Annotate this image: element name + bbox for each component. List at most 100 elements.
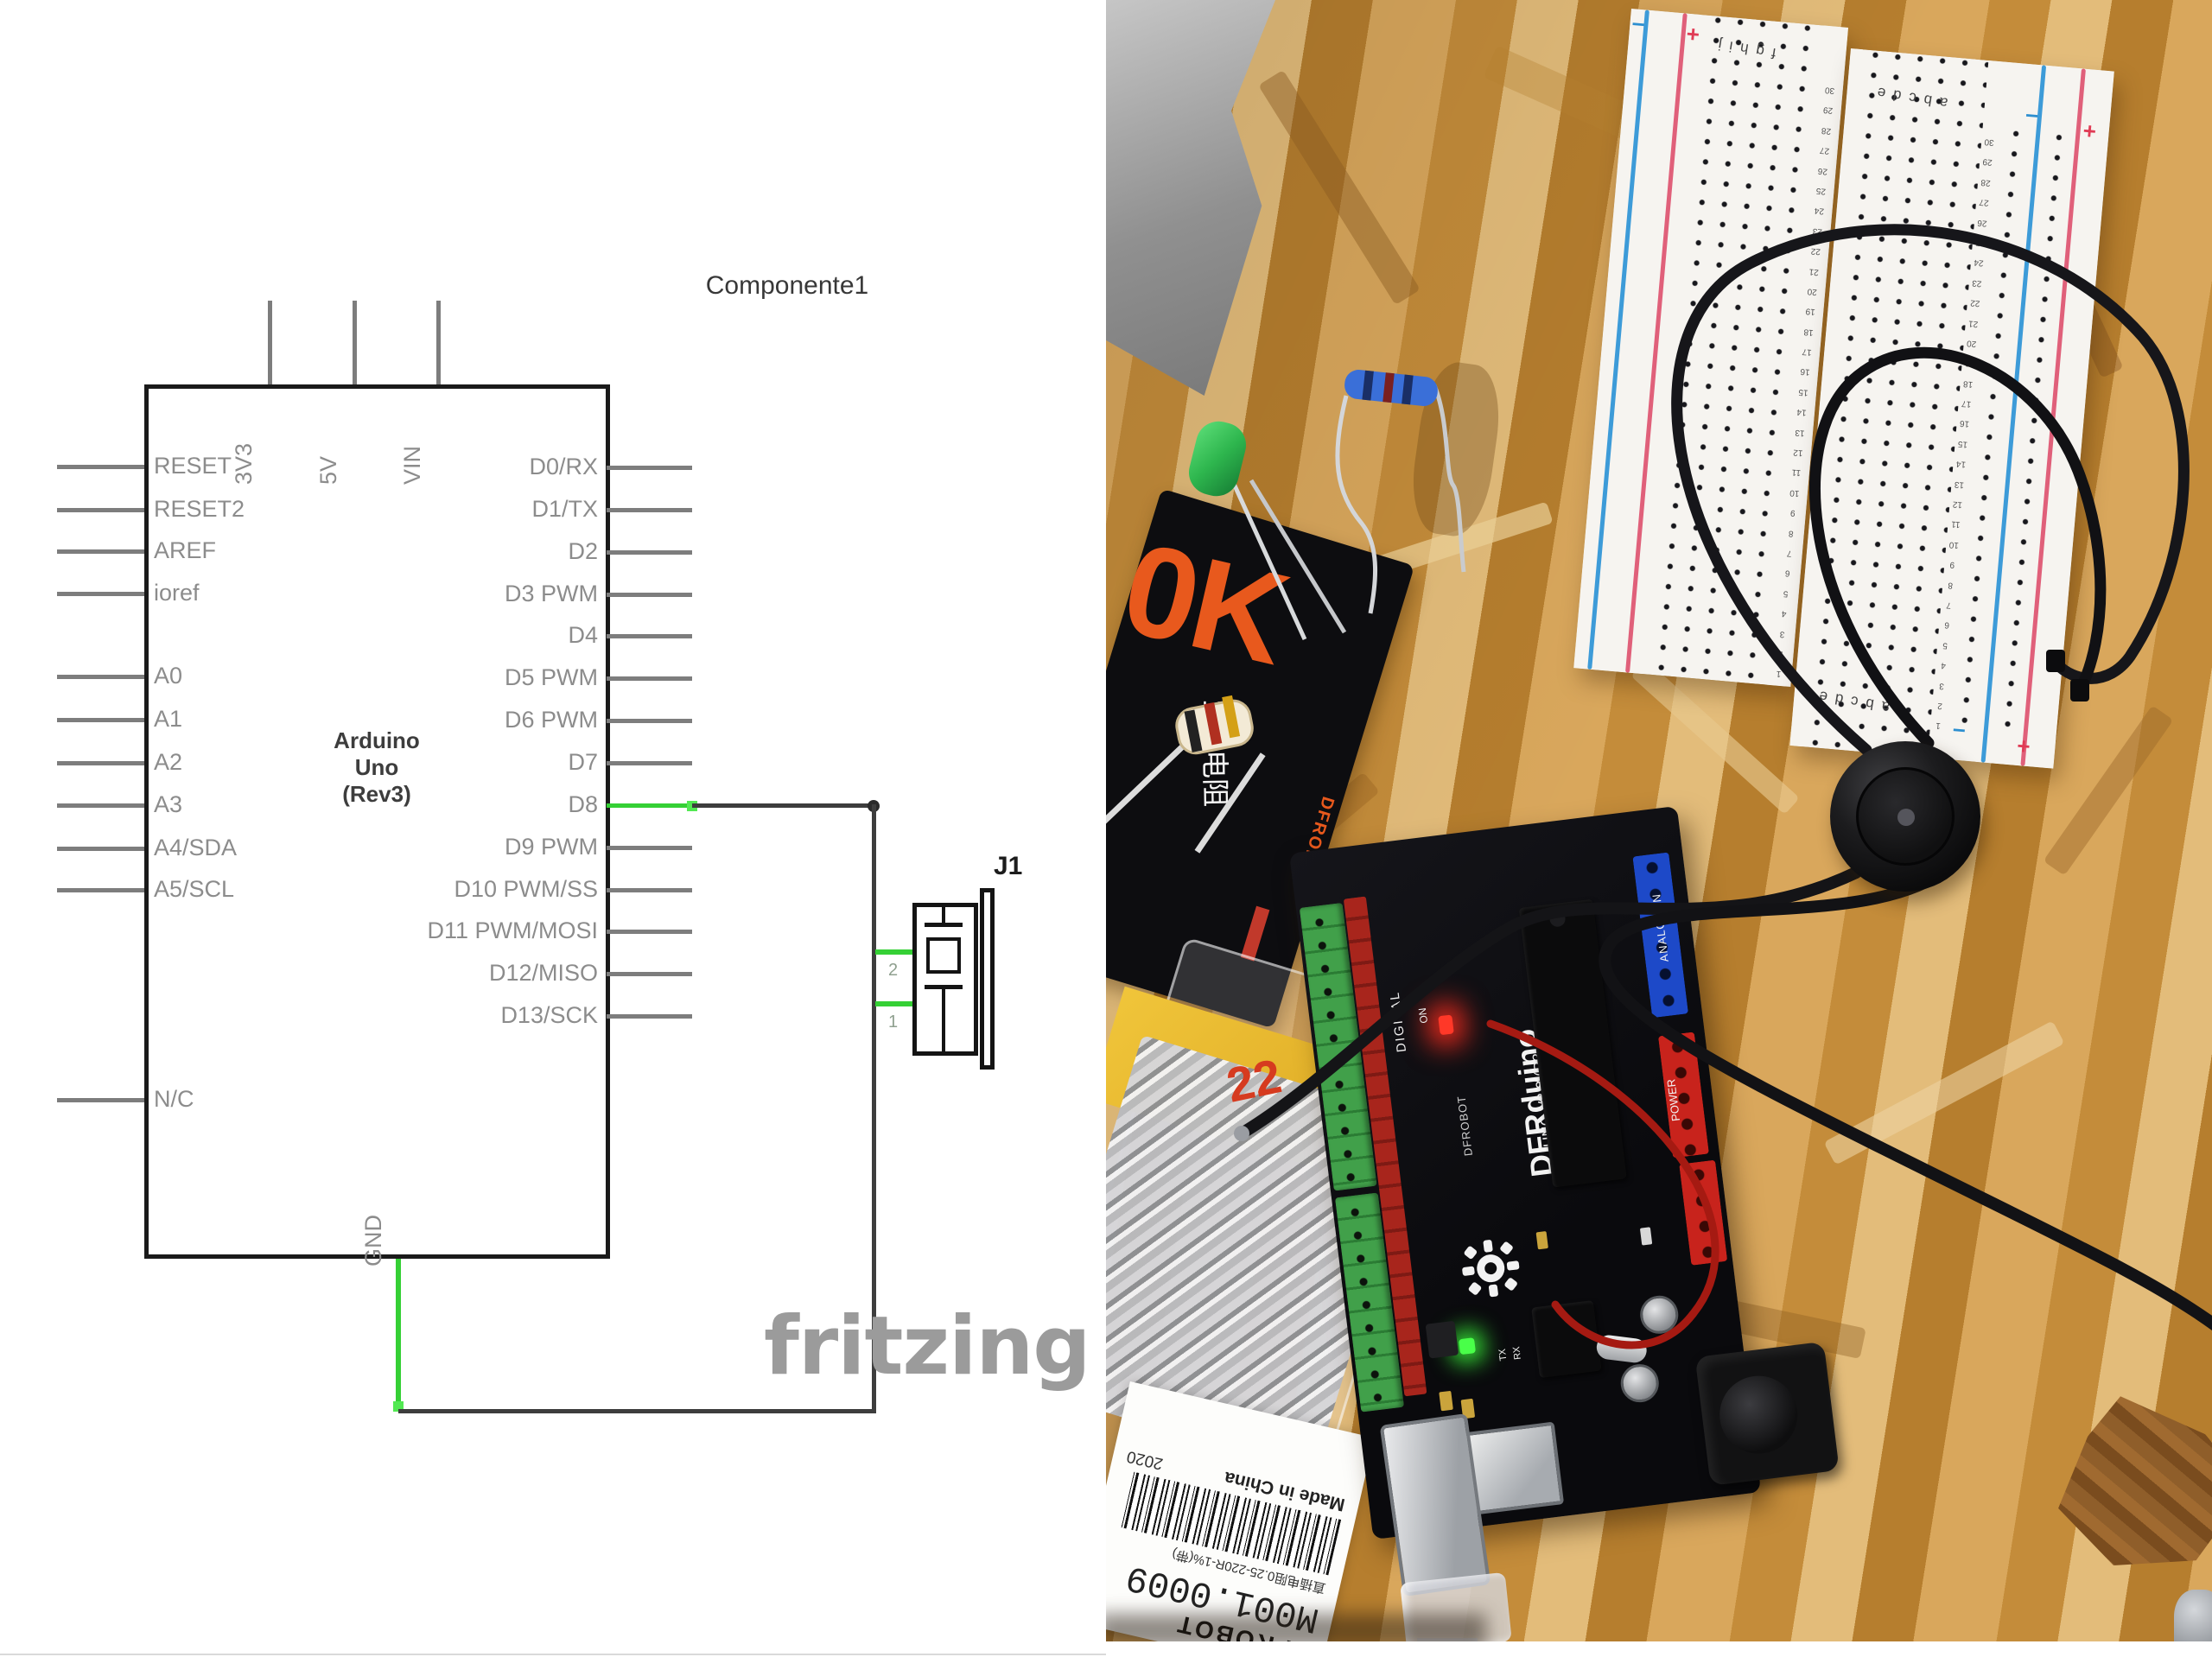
gnd-pin-label: GND	[360, 1215, 386, 1267]
pack-resistor-illustration	[1106, 695, 1266, 854]
chip-name-line2: Uno	[354, 754, 399, 780]
photo-bottom-shadow	[1106, 1614, 1486, 1641]
right-pin-label-D9 PWM: D9 PWM	[505, 834, 598, 860]
j1-crystal-body	[926, 937, 961, 974]
gnd-wire-horizontal	[398, 1409, 876, 1413]
chip-name-line3: (Rev3)	[342, 781, 411, 807]
right-pin-line-D8	[607, 803, 692, 808]
right-pin-label-D1/TX: D1/TX	[531, 496, 598, 522]
j1-pin1-number: 1	[888, 1013, 899, 1032]
schematic-title: Componente1	[705, 271, 869, 300]
left-pin-label-A1: A1	[154, 706, 183, 732]
d8-wire-horizontal	[692, 803, 874, 808]
right-pin-label-D3 PWM: D3 PWM	[505, 581, 598, 606]
left-pin-line-AREF	[57, 549, 144, 554]
right-pin-label-D4: D4	[568, 622, 598, 648]
buzzer-wire-to-right	[1599, 862, 2212, 1331]
top-pin-line-VIN	[436, 301, 441, 384]
right-pin-label-D10 PWM/SS: D10 PWM/SS	[454, 876, 598, 902]
left-pin-label-RESET: RESET	[154, 453, 232, 479]
chip-name-line1: Arduino	[334, 727, 420, 753]
left-pin-line-RESET	[57, 465, 144, 469]
left-pin-line-ioref	[57, 592, 144, 596]
left-pin-label-A5/SCL: A5/SCL	[154, 876, 235, 902]
resistor-pack-10k: 0K 10K电阻 DFROBOT	[1106, 488, 1415, 1029]
top-pin-line-5V	[353, 301, 357, 384]
resistor-band	[1382, 372, 1395, 403]
left-pin-label-N/C: N/C	[154, 1086, 194, 1112]
right-pin-label-D0/RX: D0/RX	[529, 454, 598, 479]
right-pin-label-D12/MISO: D12/MISO	[488, 960, 598, 986]
j1-pin2-stub	[875, 949, 913, 955]
j1-pin2-number: 2	[888, 961, 899, 980]
top-pin-label-3V3: 3V3	[231, 442, 257, 485]
pane-bottom-rule	[0, 1654, 1106, 1655]
left-pin-label-ioref: ioref	[154, 580, 200, 606]
wire-plug	[2046, 650, 2065, 672]
left-pin-line-RESET2	[57, 508, 144, 512]
left-pin-label-AREF: AREF	[154, 537, 217, 563]
right-pin-line-D0/RX	[607, 466, 692, 470]
right-pin-line-D13/SCK	[607, 1014, 692, 1019]
left-pin-line-A3	[57, 803, 144, 808]
buzzer-wire-loop-outer	[1671, 224, 2190, 756]
j1-crystal-plate-top	[925, 923, 963, 927]
right-pin-line-D6 PWM	[607, 719, 692, 723]
gnd-pin-stub	[396, 1259, 401, 1411]
resistor-band	[1402, 374, 1414, 405]
wire-tip	[1234, 1126, 1249, 1141]
j1-crystal-stem-bottom	[942, 989, 945, 1053]
right-pin-label-D5 PWM: D5 PWM	[505, 664, 598, 690]
resistor-band	[1362, 370, 1374, 401]
resistor-lead	[1432, 384, 1466, 573]
left-pin-label-RESET2: RESET2	[154, 496, 245, 522]
wire-plug	[2070, 679, 2089, 702]
red-jumper-wire	[1486, 1019, 1719, 1349]
piezo-buzzer	[1830, 741, 1980, 892]
right-pin-line-D4	[607, 634, 692, 638]
right-pin-label-D6 PWM: D6 PWM	[505, 707, 598, 733]
left-pin-line-A2	[57, 761, 144, 765]
right-pin-line-D3 PWM	[607, 593, 692, 597]
left-pin-label-A3: A3	[154, 791, 183, 817]
left-pin-line-A1	[57, 718, 144, 722]
right-pin-label-D13/SCK: D13/SCK	[500, 1002, 598, 1028]
right-pin-line-D11 PWM/MOSI	[607, 930, 692, 934]
dfrobot-gear-logo	[1462, 1240, 1520, 1298]
resistor-lead	[1335, 395, 1378, 614]
fritzing-logo: fritzing	[764, 1299, 1091, 1394]
left-pin-line-N/C	[57, 1098, 144, 1102]
j1-component-body	[912, 903, 978, 1056]
buzzer-wire-loop-inner	[1809, 346, 2107, 749]
right-pin-label-D2: D2	[568, 538, 598, 564]
right-pin-label-D11 PWM/MOSI: D11 PWM/MOSI	[427, 917, 598, 943]
left-pin-label-A4/SDA: A4/SDA	[154, 835, 238, 860]
right-pin-line-D2	[607, 550, 692, 555]
led-leg	[1231, 482, 1307, 641]
led-leg	[1249, 479, 1347, 634]
arduino-uno-board: DIGITAL ON DFROBOT DFRduino UNO V3.0 (R3…	[1289, 805, 1840, 1540]
corner-object	[2174, 1590, 2212, 1641]
right-pin-line-D7	[607, 761, 692, 765]
left-pin-line-A0	[57, 675, 144, 679]
top-pin-line-3V3	[268, 301, 272, 384]
right-pin-line-D10 PWM/SS	[607, 888, 692, 892]
buzzer-hole	[1897, 809, 1915, 826]
right-pin-line-D5 PWM	[607, 676, 692, 681]
wire-overlay	[1234, 224, 2212, 1349]
j1-designator: J1	[994, 852, 1023, 880]
j1-crystal-plate-bottom	[925, 985, 963, 989]
loose-components	[1188, 370, 1466, 641]
green-led-body	[1188, 421, 1247, 497]
left-pin-label-A0: A0	[154, 663, 183, 689]
left-pin-line-A4/SDA	[57, 847, 144, 851]
left-pin-line-A5/SCL	[57, 888, 144, 892]
j1-side-bar	[980, 888, 995, 1070]
right-pin-line-D1/TX	[607, 508, 692, 512]
right-pin-label-D8: D8	[568, 791, 598, 817]
right-pin-line-D9 PWM	[607, 846, 692, 850]
left-pin-label-A2: A2	[154, 749, 183, 775]
right-pin-line-D12/MISO	[607, 972, 692, 976]
